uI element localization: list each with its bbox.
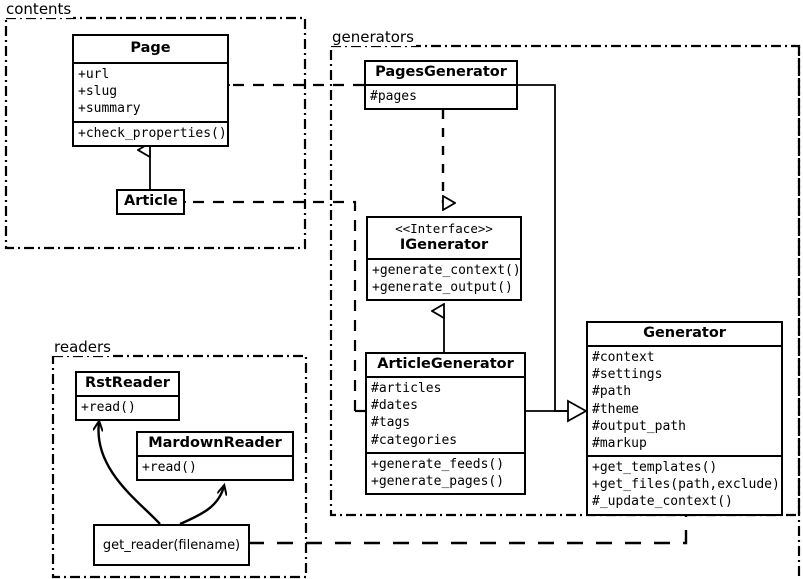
operation-item: #_update_context() <box>592 494 733 510</box>
attribute-item: #markup <box>592 435 647 451</box>
operation-item: +read() <box>142 460 197 476</box>
attribute-item: #articles <box>371 381 442 397</box>
class-box-igenerator[interactable]: <<Interface>> IGenerator +generate_conte… <box>366 216 522 302</box>
class-box-mardownreader[interactable]: MardownReader +read() <box>136 431 294 482</box>
class-box-generator[interactable]: Generator #context #settings #path #them… <box>586 321 783 516</box>
attribute-item: #categories <box>371 432 458 448</box>
class-name-mardownreader: MardownReader <box>148 435 282 451</box>
class-operations-generator: +get_templates() +get_files(path,exclude… <box>588 455 781 513</box>
function-label-get-reader: get_reader(filename) <box>102 537 241 553</box>
operation-item: +generate_pages() <box>371 473 505 489</box>
class-box-article[interactable]: Article <box>116 189 185 216</box>
class-attributes-articlegenerator: #articles #dates #tags #categories <box>367 376 524 452</box>
class-attributes-page: +url +slug +summary <box>74 62 227 120</box>
attribute-item: #pages <box>370 89 417 105</box>
class-box-page[interactable]: Page +url +slug +summary +check_properti… <box>72 34 229 147</box>
attribute-item: #tags <box>371 415 411 431</box>
class-header-igenerator: <<Interface>> IGenerator <box>368 218 520 258</box>
attribute-item: +url <box>78 67 110 83</box>
attribute-item: #theme <box>592 401 639 417</box>
inheritance-triangle-generator <box>567 399 588 423</box>
operation-item: +check_properties() <box>78 125 227 141</box>
class-attributes-pagesgenerator: #pages <box>366 84 516 108</box>
class-operations-page: +check_properties() <box>74 120 227 145</box>
function-box-get-reader[interactable]: get_reader(filename) <box>93 524 250 566</box>
operation-item: +generate_output() <box>372 279 513 295</box>
operation-item: +get_files(path,exclude) <box>592 477 780 493</box>
attribute-item: #path <box>592 384 632 400</box>
attribute-item: #context <box>592 350 655 366</box>
class-name-igenerator: IGenerator <box>399 236 489 253</box>
attribute-item: #output_path <box>592 418 686 434</box>
package-border-contents <box>4 16 307 250</box>
attribute-item: #dates <box>371 398 418 414</box>
operation-item: +generate_context() <box>372 262 521 278</box>
operation-item: +generate_feeds() <box>371 456 505 472</box>
class-box-rstreader[interactable]: RstReader +read() <box>75 371 180 422</box>
class-name-articlegenerator: ArticleGenerator <box>377 356 514 372</box>
attribute-item: +slug <box>78 84 118 100</box>
class-attributes-generator: #context #settings #path #theme #output_… <box>588 345 781 455</box>
relation-articlegenerator-depends-article <box>185 202 357 411</box>
attribute-item: +summary <box>78 101 141 117</box>
class-stereotype-igenerator: <<Interface>> <box>395 221 493 236</box>
class-operations-articlegenerator: +generate_feeds() +generate_pages() <box>367 451 524 493</box>
class-name-generator: Generator <box>643 325 726 341</box>
class-box-articlegenerator[interactable]: ArticleGenerator #articles #dates #tags … <box>365 352 526 496</box>
relation-getreader-creates-rstreader <box>98 422 161 525</box>
class-name-page: Page <box>130 40 171 56</box>
class-box-pagesgenerator[interactable]: PagesGenerator #pages <box>364 60 518 111</box>
package-border-readers <box>51 354 308 579</box>
class-operations-igenerator: +generate_context() +generate_output() <box>368 257 521 299</box>
operation-item: +get_templates() <box>592 460 718 476</box>
package-label-generators: generators <box>330 28 416 46</box>
class-name-article: Article <box>124 193 178 209</box>
relation-getreader-creates-mardownreader <box>179 486 224 526</box>
class-operations-rstreader: +read() <box>77 395 178 419</box>
attribute-item: #settings <box>592 367 663 383</box>
package-label-readers: readers <box>52 338 113 356</box>
class-operations-mardownreader: +read() <box>138 455 292 479</box>
operation-item: +read() <box>81 400 136 416</box>
class-name-rstreader: RstReader <box>85 375 170 391</box>
class-name-pagesgenerator: PagesGenerator <box>375 64 507 80</box>
package-label-contents: contents <box>4 0 74 18</box>
